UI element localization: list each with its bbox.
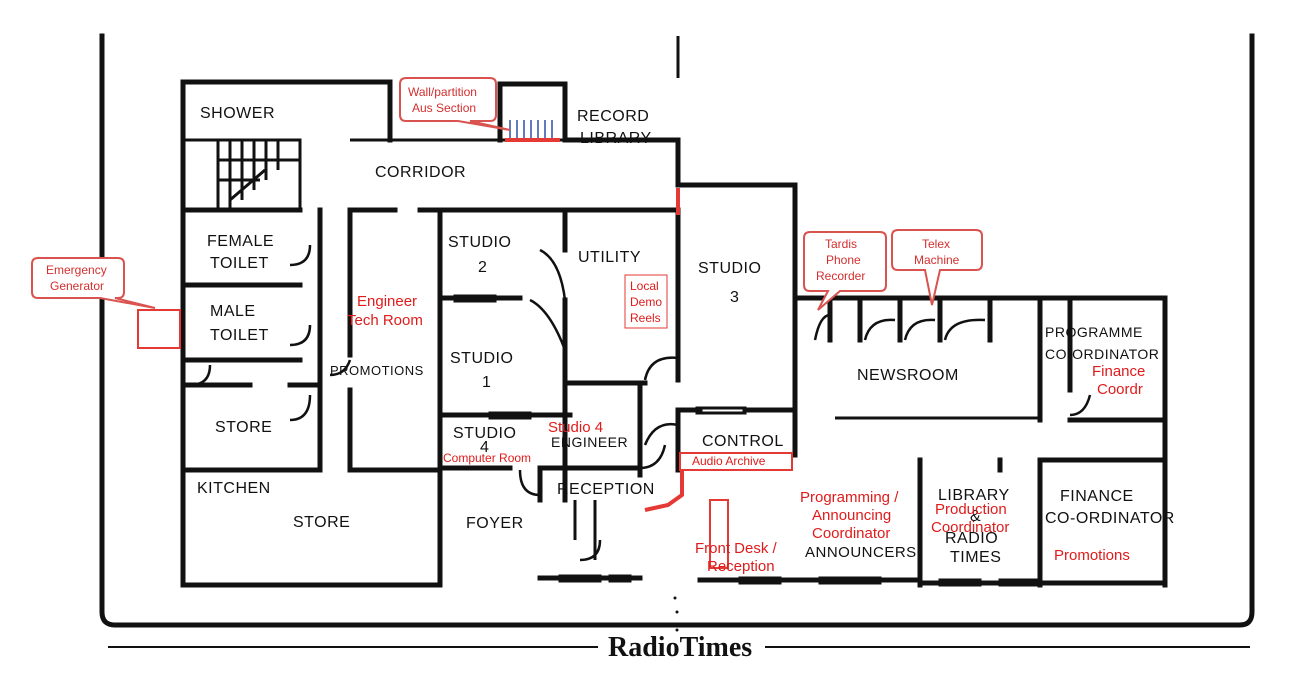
label-demo: Demo [630, 295, 662, 309]
room-studio-2: STUDIO [448, 234, 511, 251]
label-coordinator: Coordinator [812, 525, 890, 542]
room-store-bottom: STORE [293, 514, 350, 531]
callout-aus-section-text: Aus Section [412, 101, 476, 115]
emergency-generator-box [137, 309, 181, 349]
label-engineer-tech: Engineer [357, 293, 417, 310]
room-finance-coordinator: CO-ORDINATOR [1045, 510, 1175, 527]
room-finance: FINANCE [1060, 488, 1134, 505]
callout-wall-partition: Wall/partition Aus Section [399, 77, 511, 131]
label-local: Local [630, 279, 659, 293]
room-studio-4-num: 4 [480, 439, 489, 456]
stairs [216, 138, 302, 212]
room-record-library-2: LIBRARY [580, 130, 652, 147]
room-studio-3: STUDIO [698, 260, 761, 277]
door-swings [189, 244, 1092, 562]
room-female-toilet: FEMALE [207, 233, 274, 250]
room-programme-coordinator-2: CO-ORDINATOR [1045, 346, 1159, 362]
room-radio: RADIO [945, 530, 998, 547]
room-studio-1-num: 1 [482, 374, 491, 391]
red-annotations: Engineer Tech Room Studio 4 Computer Roo… [347, 274, 1145, 575]
callout-tardis-text: Tardis [825, 237, 857, 251]
label-audio-archive: Audio Archive [692, 454, 766, 468]
callout-wall-partition-text: Wall/partition [408, 85, 477, 99]
room-labels: SHOWER RECORD LIBRARY CORRIDOR FEMALE TO… [197, 105, 1175, 566]
room-studio-2-num: 2 [478, 259, 487, 276]
callout-machine-text: Machine [914, 253, 960, 267]
room-studio-4: STUDIO [453, 425, 516, 442]
label-production-coordinator: Coordinator [931, 519, 1009, 536]
room-studio-3-num: 3 [730, 289, 739, 306]
front-desk-box [709, 499, 729, 569]
room-programme-coordinator: PROGRAMME [1045, 324, 1143, 340]
room-shower: SHOWER [200, 105, 275, 122]
red-markups [137, 138, 793, 569]
room-corridor: CORRIDOR [375, 164, 466, 181]
room-library: LIBRARY [938, 487, 1010, 504]
building-walls [180, 79, 1168, 588]
room-male-toilet-2: TOILET [210, 327, 269, 344]
label-studio4-engineer: Studio 4 [548, 419, 603, 436]
room-promotions: PROMOTIONS [330, 363, 424, 378]
callout-recorder-text: Recorder [816, 269, 865, 283]
room-male-toilet: MALE [210, 303, 256, 320]
label-finance-coordr: Finance [1092, 363, 1145, 380]
callout-emergency-text: Emergency [46, 263, 107, 277]
callout-tardis: Tardis Phone Recorder [803, 231, 887, 311]
label-reception: Reception [707, 558, 775, 575]
label-front-desk: Front Desk / [695, 540, 778, 557]
callout-phone-text: Phone [826, 253, 861, 267]
callout-generator-text: Generator [50, 279, 104, 293]
callout-telex-text: Telex [922, 237, 950, 251]
brand-footer: RadioTimes [108, 632, 1250, 663]
label-reels: Reels [630, 311, 661, 325]
room-kitchen: KITCHEN [197, 480, 271, 497]
windows [453, 294, 1040, 587]
label-production: Production [935, 501, 1007, 518]
callout-telex: Telex Machine [891, 229, 983, 306]
radio-times-logo: RadioTimes [608, 632, 752, 663]
room-control: CONTROL [702, 433, 784, 450]
room-store-left: STORE [215, 419, 272, 436]
audio-archive-box [679, 452, 793, 471]
label-announcing: Announcing [812, 507, 891, 524]
outer-boundary [99, 33, 1255, 628]
reception-marker [644, 470, 684, 512]
centre-dots [673, 596, 679, 632]
room-announcers: ANNOUNCERS [805, 544, 917, 561]
room-engineer: ENGINEER [551, 434, 628, 450]
room-record-library: RECORD [577, 108, 649, 125]
room-foyer: FOYER [466, 515, 524, 532]
room-female-toilet-2: TOILET [210, 255, 269, 272]
room-newsroom: NEWSROOM [857, 367, 959, 384]
room-utility: UTILITY [578, 249, 641, 266]
label-tech-room: Tech Room [347, 312, 423, 329]
callout-emergency-generator: Emergency Generator [31, 257, 156, 309]
room-reception: RECEPTION [557, 481, 655, 498]
partition-hatch [509, 120, 553, 140]
room-times: TIMES [950, 549, 1001, 566]
label-finance-coordr-2: Coordr [1097, 381, 1143, 398]
label-programming: Programming / [800, 489, 899, 506]
label-computer-room: Computer Room [443, 451, 531, 465]
local-demo-box [624, 274, 668, 329]
label-promotions: Promotions [1054, 547, 1130, 564]
room-library-amp: & [970, 508, 981, 525]
room-studio-1: STUDIO [450, 350, 513, 367]
